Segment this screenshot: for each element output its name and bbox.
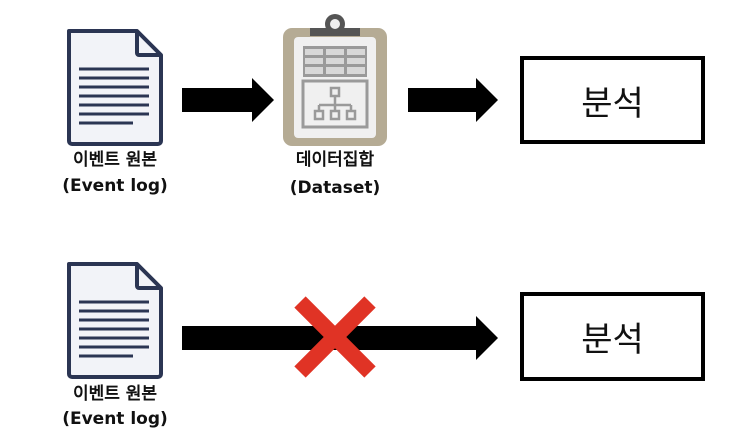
arrow-right-icon (182, 78, 274, 122)
source-label-korean: 이벤트 원본 (72, 150, 158, 170)
source-label-korean: 이벤트 원본 (72, 384, 158, 404)
clipboard-dataset-icon (283, 14, 387, 146)
source-label-english: (Event log) (62, 409, 168, 429)
dataset-label-english: (Dataset) (289, 178, 381, 198)
source-label-english: (Event log) (62, 176, 168, 196)
document-icon (67, 29, 163, 146)
analysis-label: 분석 (581, 83, 644, 124)
cross-icon (294, 296, 376, 378)
dataset-label-korean: 데이터집합 (295, 150, 375, 170)
analysis-box: 분석 (520, 56, 705, 144)
analysis-box: 분석 (520, 292, 705, 381)
arrow-right-icon (408, 78, 498, 122)
analysis-label: 분석 (581, 320, 644, 360)
document-icon (67, 262, 163, 379)
